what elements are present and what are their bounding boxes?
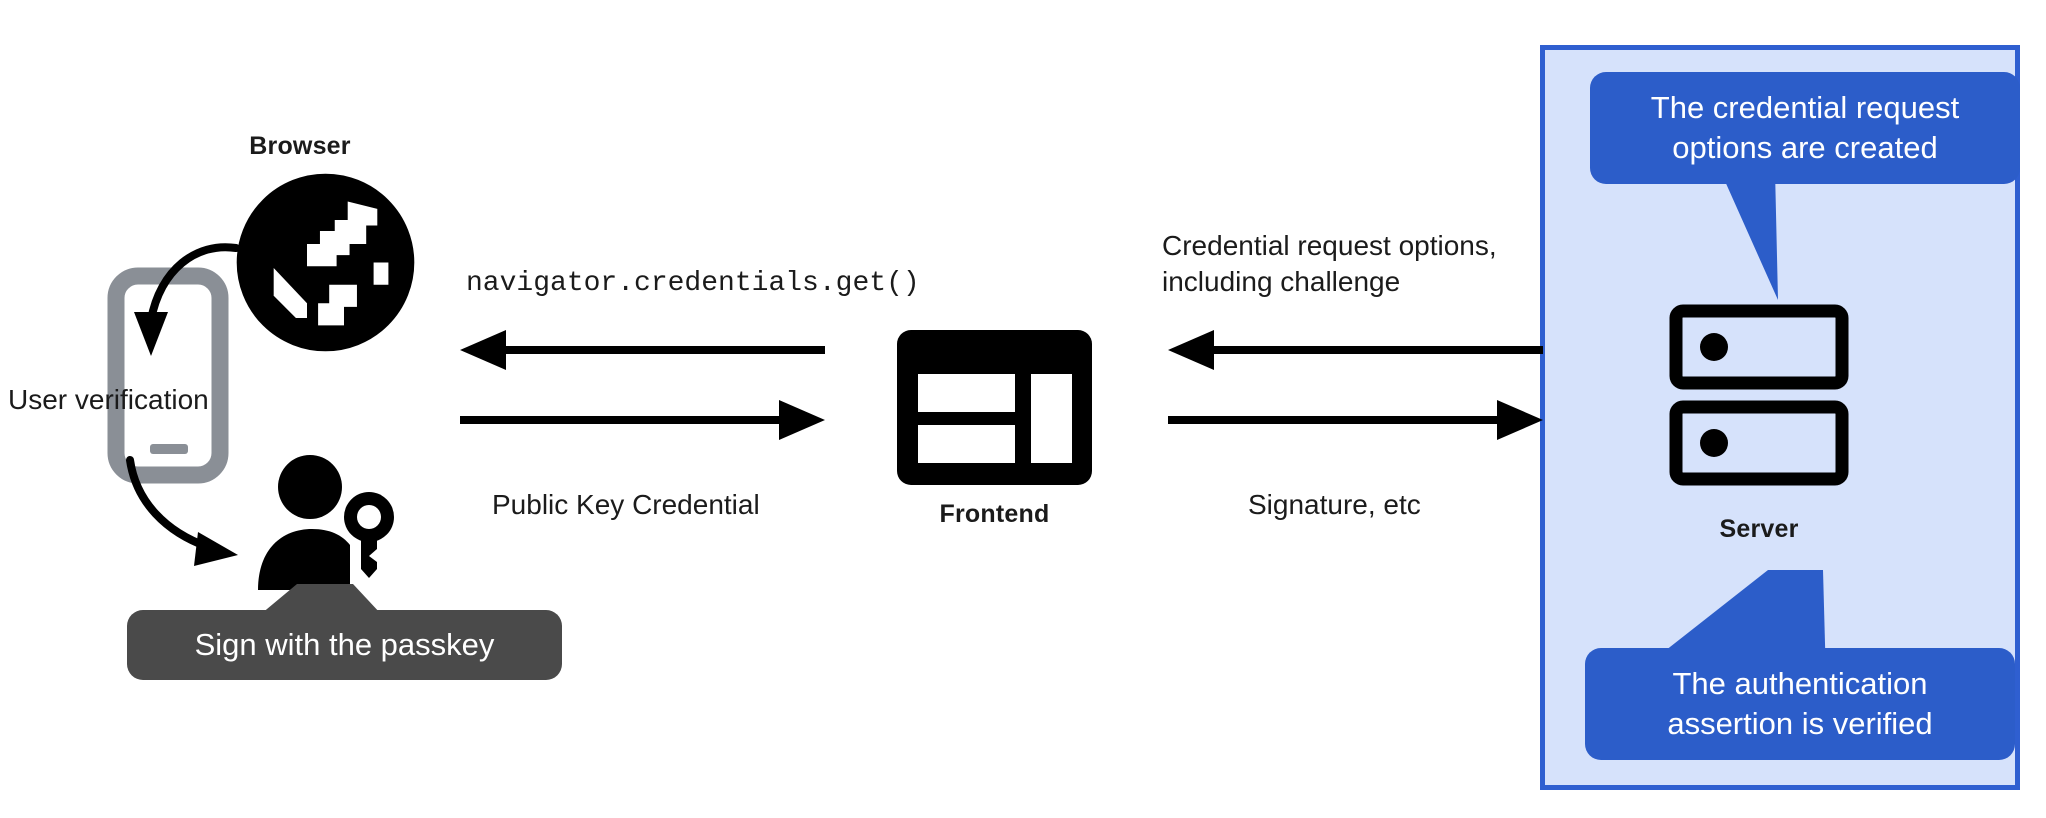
phone-to-user-arrow [110,450,330,580]
browser-to-phone-arrow [108,232,338,372]
browser-to-frontend-arrow [460,400,825,440]
browser-label: Browser [249,132,351,160]
sign-with-passkey-callout: Sign with the passkey [127,584,562,680]
public-key-credential-label: Public Key Credential [492,489,760,520]
assertion-verified-callout: The authentication assertion is verified [1585,648,2015,760]
server-to-frontend-arrow [1168,330,1543,370]
web-layout-icon [897,330,1092,485]
frontend-to-server-arrow [1168,400,1543,440]
credential-request-callout-line2: options are created [1672,130,1938,165]
signature-etc-label: Signature, etc [1248,489,1421,520]
person-with-key-icon [250,445,405,600]
frontend-to-browser-arrow [460,330,825,370]
assertion-verified-callout-line2: assertion is verified [1667,706,1933,741]
assertion-verified-callout-line1: The authentication [1672,665,1928,701]
credential-request-callout-line1: The credential request [1650,89,1960,125]
credential-request-callout: The credential request options are creat… [1590,72,2020,184]
globe-icon [233,170,418,355]
frontend-label: Frontend [939,500,1050,528]
credential-request-callout-tail [1600,170,1778,300]
server-label: Server [1719,515,1799,543]
navigator-credentials-get-label: navigator.credentials.get() [466,268,920,299]
server-rack-icon [1669,304,1849,486]
credential-request-options-label: Credential request options, including ch… [1162,228,1582,300]
user-verification-label: User verification [8,384,209,415]
credential-request-options-line1: Credential request options, [1162,230,1497,261]
sign-with-passkey-label: Sign with the passkey [127,610,562,680]
credential-request-options-line2: including challenge [1162,265,1401,297]
